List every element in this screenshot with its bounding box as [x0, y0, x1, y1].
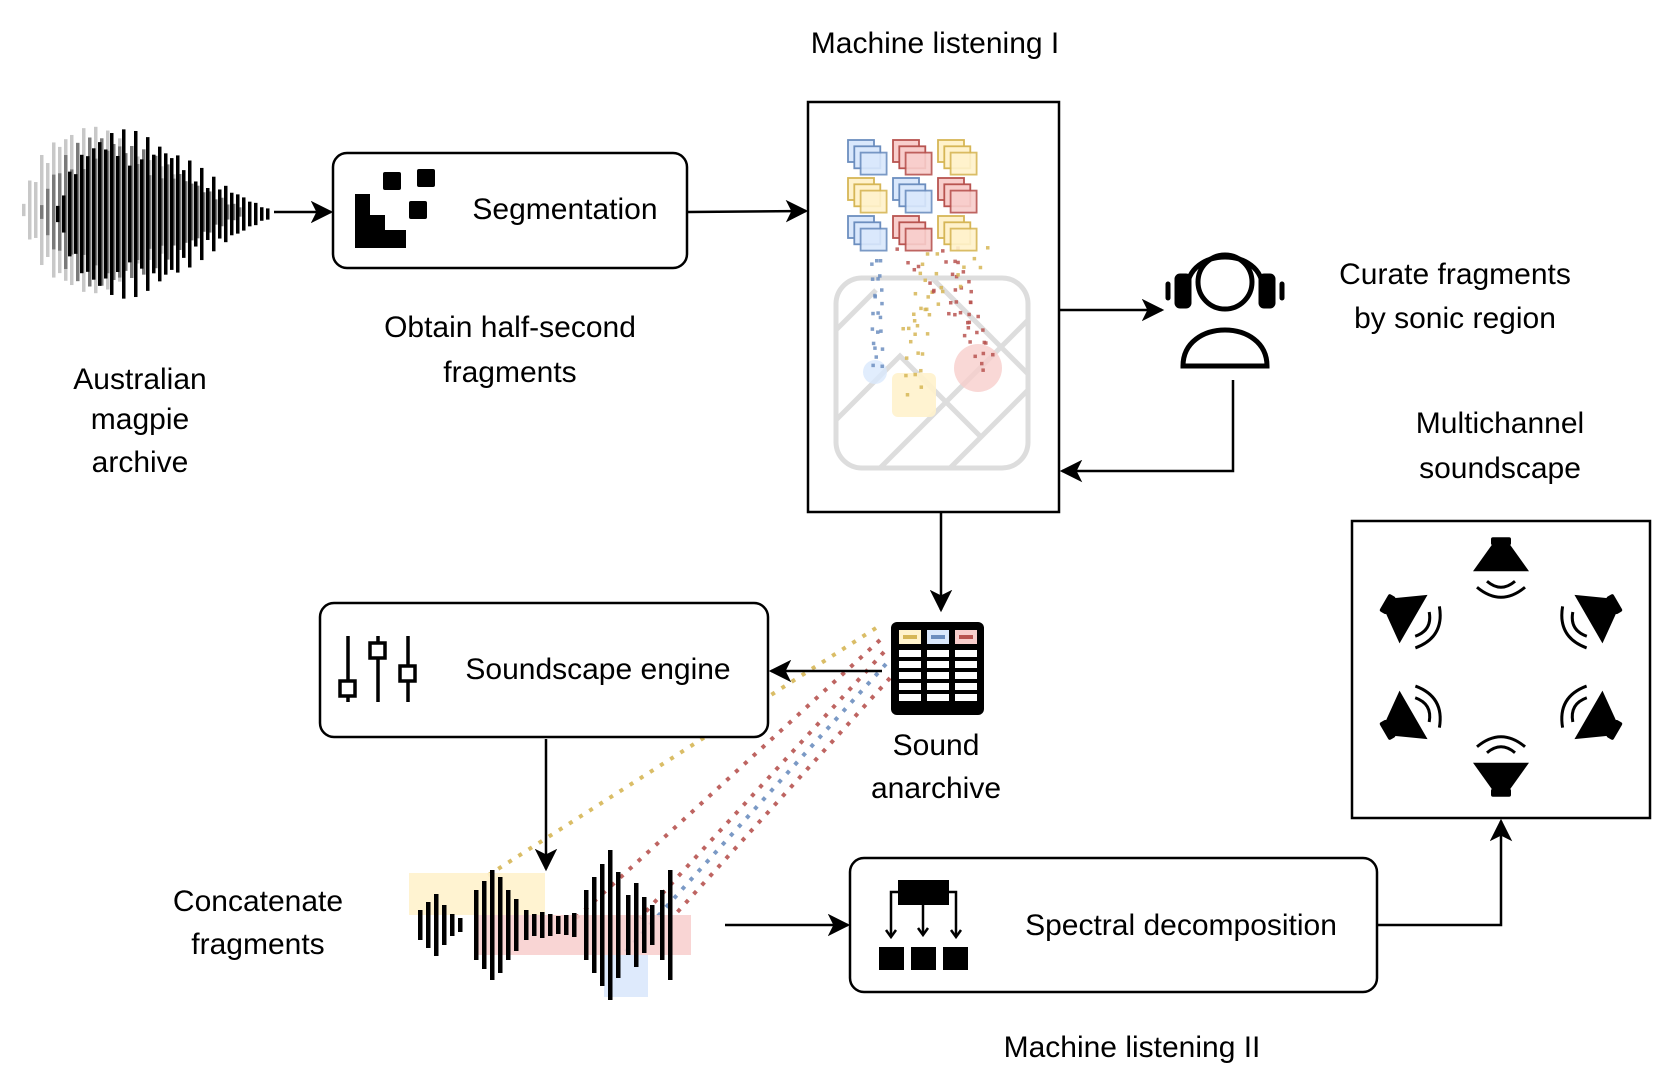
- soundscape-engine-label: Soundscape engine: [465, 653, 730, 686]
- speaker-icon: [1473, 537, 1529, 599]
- segmentation-node: Segmentation: [331, 151, 689, 270]
- speaker-icon: [1379, 684, 1442, 740]
- sound-anarchive-label-line1: Sound: [893, 729, 980, 762]
- dotted-fragment-links: [485, 626, 892, 960]
- concatenate-label-line1: Concatenate: [173, 885, 343, 918]
- arrow-curator-to-listening: [1059, 380, 1235, 483]
- speaker-icon: [1560, 594, 1623, 650]
- concatenated-waveform-icon: [409, 850, 691, 1000]
- machine-listening-1-panel: [806, 100, 1061, 514]
- machine-listening-2-title: Machine listening II: [1004, 1031, 1261, 1064]
- archive-label-line1: Australian: [73, 363, 206, 396]
- mixer-sliders-icon: [338, 636, 417, 702]
- sound-anarchive-label-line2: anarchive: [871, 772, 1001, 805]
- speaker-ring-panel: [1350, 519, 1652, 820]
- obtain-label-line1: Obtain half-second: [384, 311, 636, 344]
- arrow-segmentation-to-listening: [687, 199, 809, 223]
- flow-arrows: [274, 199, 1513, 937]
- waveform-icon: [22, 126, 270, 299]
- concatenate-label-line2: fragments: [191, 928, 324, 961]
- curate-label-line2: by sonic region: [1354, 302, 1556, 335]
- hierarchy-decomposition-icon: [879, 880, 968, 970]
- machine-listening-1-title: Machine listening I: [811, 27, 1059, 60]
- speaker-ring-icon: [1379, 537, 1623, 797]
- database-table-icon: [891, 622, 984, 715]
- archive-label: Australian magpie archive: [73, 363, 206, 479]
- headphones-person-icon: [1165, 252, 1285, 369]
- archive-label-line3: archive: [92, 446, 189, 479]
- speaker-icon: [1379, 594, 1442, 650]
- segmentation-blocks-icon: [355, 169, 435, 248]
- fragment-cluster-grid: [847, 139, 978, 252]
- arrow-spectral-to-soundscape: [1378, 818, 1513, 927]
- multichannel-label-line2: soundscape: [1419, 452, 1581, 485]
- multichannel-label-line1: Multichannel: [1416, 407, 1584, 440]
- soundscape-engine-node: Soundscape engine: [318, 601, 770, 739]
- segmentation-label: Segmentation: [472, 193, 657, 226]
- obtain-label-line2: fragments: [443, 356, 576, 389]
- curate-label-line1: Curate fragments: [1339, 258, 1571, 291]
- speaker-icon: [1473, 735, 1529, 797]
- archive-label-line2: magpie: [91, 403, 189, 436]
- speaker-icon: [1560, 684, 1623, 740]
- spectral-decomposition-node: Spectral decomposition: [848, 856, 1379, 994]
- spectral-decomposition-label: Spectral decomposition: [1025, 909, 1337, 942]
- sonic-map-icon: [833, 275, 1031, 471]
